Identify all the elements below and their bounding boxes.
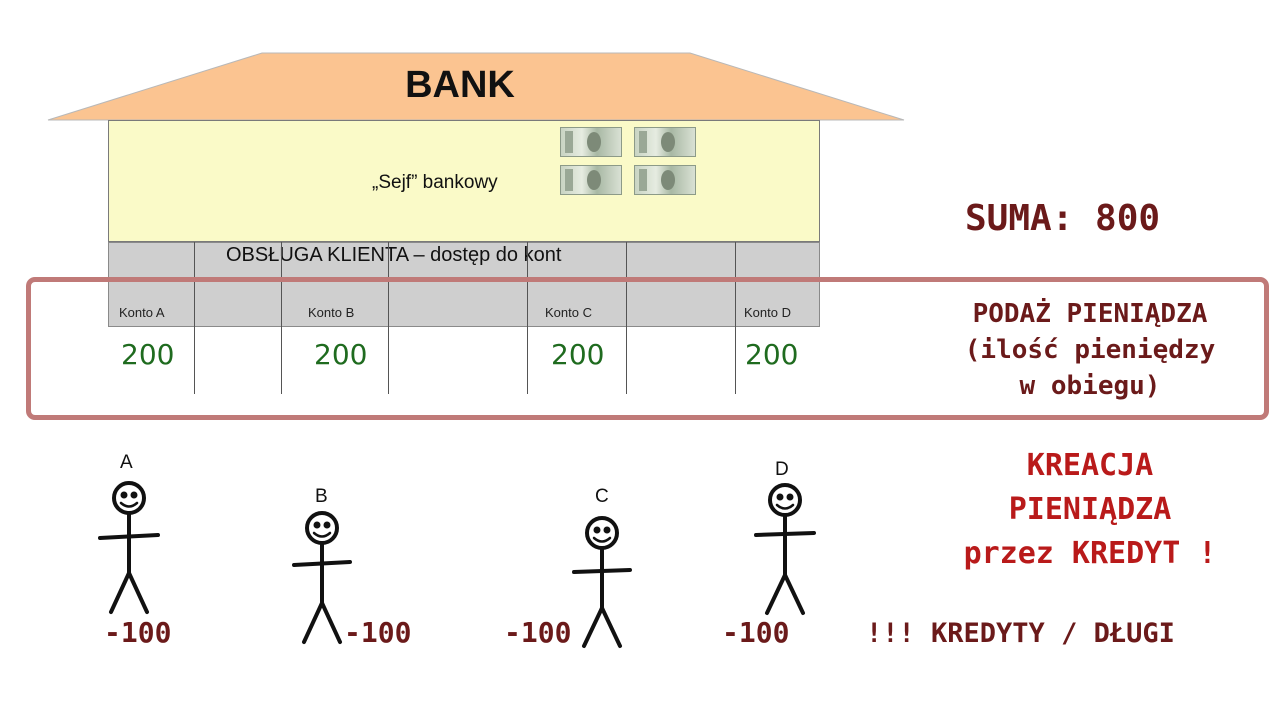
account-label-c: Konto C — [545, 305, 592, 320]
money-supply-line-2: (ilość pieniędzy — [964, 335, 1216, 365]
person-a-letter: A — [120, 452, 133, 473]
account-amount-c: 200 — [551, 338, 605, 371]
column-divider — [626, 242, 627, 394]
money-creation-line-1: KREACJA — [1026, 448, 1154, 483]
account-label-b: Konto B — [308, 305, 355, 320]
bank-vault — [108, 120, 820, 242]
banknote-icon — [634, 165, 696, 195]
person-b-debt: -100 — [344, 616, 412, 649]
person-c-letter: C — [595, 486, 609, 507]
service-label: OBSŁUGA KLIENTA – dostęp do kont — [226, 244, 562, 266]
account-amount-b: 200 — [314, 338, 368, 371]
money-supply-label: PODAŻ PIENIĄDZA (ilość pieniędzy w obieg… — [920, 296, 1260, 404]
vault-label: „Sejf” bankowy — [372, 172, 498, 193]
banknote-icon — [560, 127, 622, 157]
account-amount-d: 200 — [745, 338, 799, 371]
person-d-letter: D — [775, 459, 789, 480]
stick-figure-icon — [572, 516, 632, 648]
customer-service-area — [108, 242, 820, 327]
stick-figure-icon — [754, 483, 816, 615]
money-creation-label: KREACJA PIENIĄDZA przez KREDYT ! — [920, 444, 1260, 576]
banknote-icon — [634, 127, 696, 157]
account-label-a: Konto A — [119, 305, 165, 320]
person-b-letter: B — [315, 486, 328, 507]
column-divider — [527, 242, 528, 394]
column-divider — [388, 242, 389, 394]
person-c-debt: -100 — [504, 616, 572, 649]
banknote-icon — [560, 165, 622, 195]
person-a-debt: -100 — [104, 616, 172, 649]
money-supply-line-1: PODAŻ PIENIĄDZA — [972, 299, 1208, 329]
money-supply-frame — [26, 277, 1269, 420]
bank-title: BANK — [405, 64, 515, 106]
stick-figure-icon — [98, 481, 160, 614]
column-divider — [281, 242, 282, 394]
money-creation-line-2: PIENIĄDZA — [1008, 492, 1172, 527]
account-amount-a: 200 — [121, 338, 175, 371]
stick-figure-icon — [292, 511, 352, 644]
money-supply-line-3: w obiegu) — [1019, 371, 1161, 401]
sum-label: SUMA: 800 — [965, 198, 1161, 239]
column-divider — [735, 242, 736, 394]
account-label-d: Konto D — [744, 305, 791, 320]
person-d-debt: -100 — [722, 616, 790, 649]
credits-debts-label: !!! KREDYTY / DŁUGI — [866, 618, 1175, 649]
money-creation-line-3: przez KREDYT ! — [963, 536, 1217, 571]
column-divider — [194, 242, 195, 394]
